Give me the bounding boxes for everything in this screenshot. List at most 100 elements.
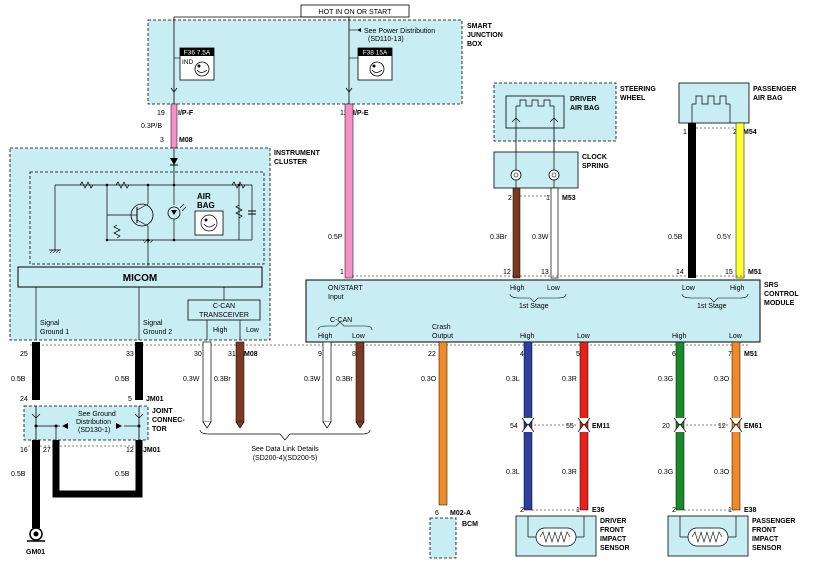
srs-pfs-low: Low xyxy=(729,333,743,340)
srs-conn-m51-top: M51 xyxy=(748,269,762,276)
wire-03r-upper: 0.3R xyxy=(562,376,577,383)
bcm-module xyxy=(429,517,457,559)
conn-jm01-top: JM01 xyxy=(146,396,164,403)
wire-03br-srs: 0.3Br xyxy=(336,376,353,383)
pfs-title-2: FRONT xyxy=(752,527,777,534)
driver-airbag-label-2: AIR BAG xyxy=(570,105,600,112)
srs-pin-14: 14 xyxy=(676,269,684,276)
sjb-pin-12: 12 xyxy=(340,110,348,117)
wire-03o-crash: 0.3O xyxy=(421,376,437,383)
srs-pin-9: 9 xyxy=(318,351,322,358)
srs-ccan-high: High xyxy=(318,333,333,340)
airbag-lamp-label-1: AIR xyxy=(197,192,211,201)
dfs-title-4: SENSOR xyxy=(600,545,630,552)
wire-05b-pab: 0.5B xyxy=(668,234,683,241)
bcm-pin-6: 6 xyxy=(435,510,439,517)
srs-crash-2: Output xyxy=(432,333,453,340)
clock-spring xyxy=(493,151,579,189)
srs-input: Input xyxy=(328,294,344,301)
sjb-title-2: JUNCTION xyxy=(467,32,503,39)
micom-block xyxy=(17,266,263,288)
wire-pink-ipe xyxy=(344,103,354,279)
em61-pin-20: 20 xyxy=(662,423,670,430)
airbag-icon-2 xyxy=(369,61,385,77)
dfs-title-1: DRIVER xyxy=(600,518,626,525)
wire-03g-lower: 0.3G xyxy=(658,469,673,476)
pfs-title-1: PASSENGER xyxy=(752,518,795,525)
cluster-ccan-low: Low xyxy=(246,327,260,334)
wire-white-clock xyxy=(550,187,559,279)
cluster-pin-3: 3 xyxy=(160,137,164,144)
srs-title-1: SRS xyxy=(764,282,779,289)
data-link-label-2: (SD200-4)(SD200-5) xyxy=(253,455,318,462)
pin-24: 24 xyxy=(20,396,28,403)
wire-brown-srs-ccan xyxy=(355,341,365,423)
steering-title-2: WHEEL xyxy=(620,95,646,102)
e38-pin-1: 1 xyxy=(728,507,732,514)
wire-03o-upper: 0.3O xyxy=(714,376,730,383)
clock-title-2: SPRING xyxy=(582,163,609,170)
sjb-see-2: (SD110-13) xyxy=(368,36,404,43)
srs-ccan-label: C-CAN xyxy=(330,317,352,324)
wire-03r-lower: 0.3R xyxy=(562,469,577,476)
diode-icon xyxy=(170,158,178,165)
steering-title-1: STEERING xyxy=(620,86,656,93)
srs-control-module xyxy=(305,279,761,343)
fuse-f36-sub: IND xyxy=(182,59,194,66)
srs-pin-6: 6 xyxy=(672,351,676,358)
joint-see-1: See Ground xyxy=(78,411,116,418)
wire-03w-cluster: 0.3W xyxy=(183,376,200,383)
wire-03l-upper: 0.3L xyxy=(506,376,520,383)
conn-em61: EM61 xyxy=(744,423,762,430)
sjb-conn-ipf: I/P-F xyxy=(178,110,194,117)
joint-see-3: (SD130-1) xyxy=(78,427,110,434)
pin-12-jm01: 12 xyxy=(126,447,134,454)
conn-em11: EM11 xyxy=(592,423,610,430)
cluster-conn-m08: M08 xyxy=(179,137,193,144)
sjb-title-3: BOX xyxy=(467,41,483,48)
data-link-label-1: See Data Link Details xyxy=(251,446,319,453)
srs-conn-m51-bottom: M51 xyxy=(744,351,758,358)
em61-pin-12: 12 xyxy=(718,423,726,430)
wire-white-cluster-ccan xyxy=(202,341,212,423)
conn-e38: E38 xyxy=(744,507,757,514)
signal-ground-2-b: Ground 2 xyxy=(143,329,172,336)
clock-spring-coil-1 xyxy=(510,169,522,181)
airbag-icon xyxy=(194,61,210,77)
signal-ground-1-a: Signal xyxy=(40,320,60,327)
srs-title-3: MODULE xyxy=(764,300,795,307)
conn-jm01-bottom: JM01 xyxy=(143,447,161,454)
srs-pin-8: 8 xyxy=(352,351,356,358)
pin-27: 27 xyxy=(43,447,51,454)
wire-orange-crash xyxy=(438,341,448,506)
cluster-inner-circuit xyxy=(29,171,265,265)
dfs-title-3: IMPACT xyxy=(600,536,627,543)
airbag-person-icon xyxy=(200,214,218,232)
pfs-title-4: SENSOR xyxy=(752,545,782,552)
wire-black-loop xyxy=(52,440,143,498)
sjb-pin-19: 19 xyxy=(157,110,165,117)
ccan-label-2: TRANSCEIVER xyxy=(199,312,249,319)
srs-pin-15: 15 xyxy=(725,269,733,276)
clock-title-1: CLOCK xyxy=(582,154,607,161)
wire-brown-clock xyxy=(512,187,521,279)
wire-03w-upper: 0.3W xyxy=(532,234,549,241)
joint-title-3: TOR xyxy=(152,426,167,433)
em11-pin-54: 54 xyxy=(510,423,518,430)
wire-brown-cluster-ccan xyxy=(235,341,245,423)
srs-pin-4: 4 xyxy=(520,351,524,358)
airbag-warning-lamp xyxy=(194,210,224,236)
srs-dfs-low: Low xyxy=(577,333,591,340)
srs-dfs-high: High xyxy=(520,333,535,340)
srs-pin-13: 13 xyxy=(541,269,549,276)
fuse-f36-label: F36 7.5A xyxy=(184,50,211,57)
squib-icon xyxy=(516,99,554,107)
srs-pfs-high: High xyxy=(672,333,687,340)
srs-pass-low: Low xyxy=(682,285,696,292)
wire-05p-label: 0.5P xyxy=(328,234,343,241)
fuse-f38-label: F38 15A xyxy=(363,50,388,57)
ccan-label-1: C-CAN xyxy=(213,303,235,310)
pin-5: 5 xyxy=(128,396,132,403)
srs-pin-7: 7 xyxy=(728,351,732,358)
